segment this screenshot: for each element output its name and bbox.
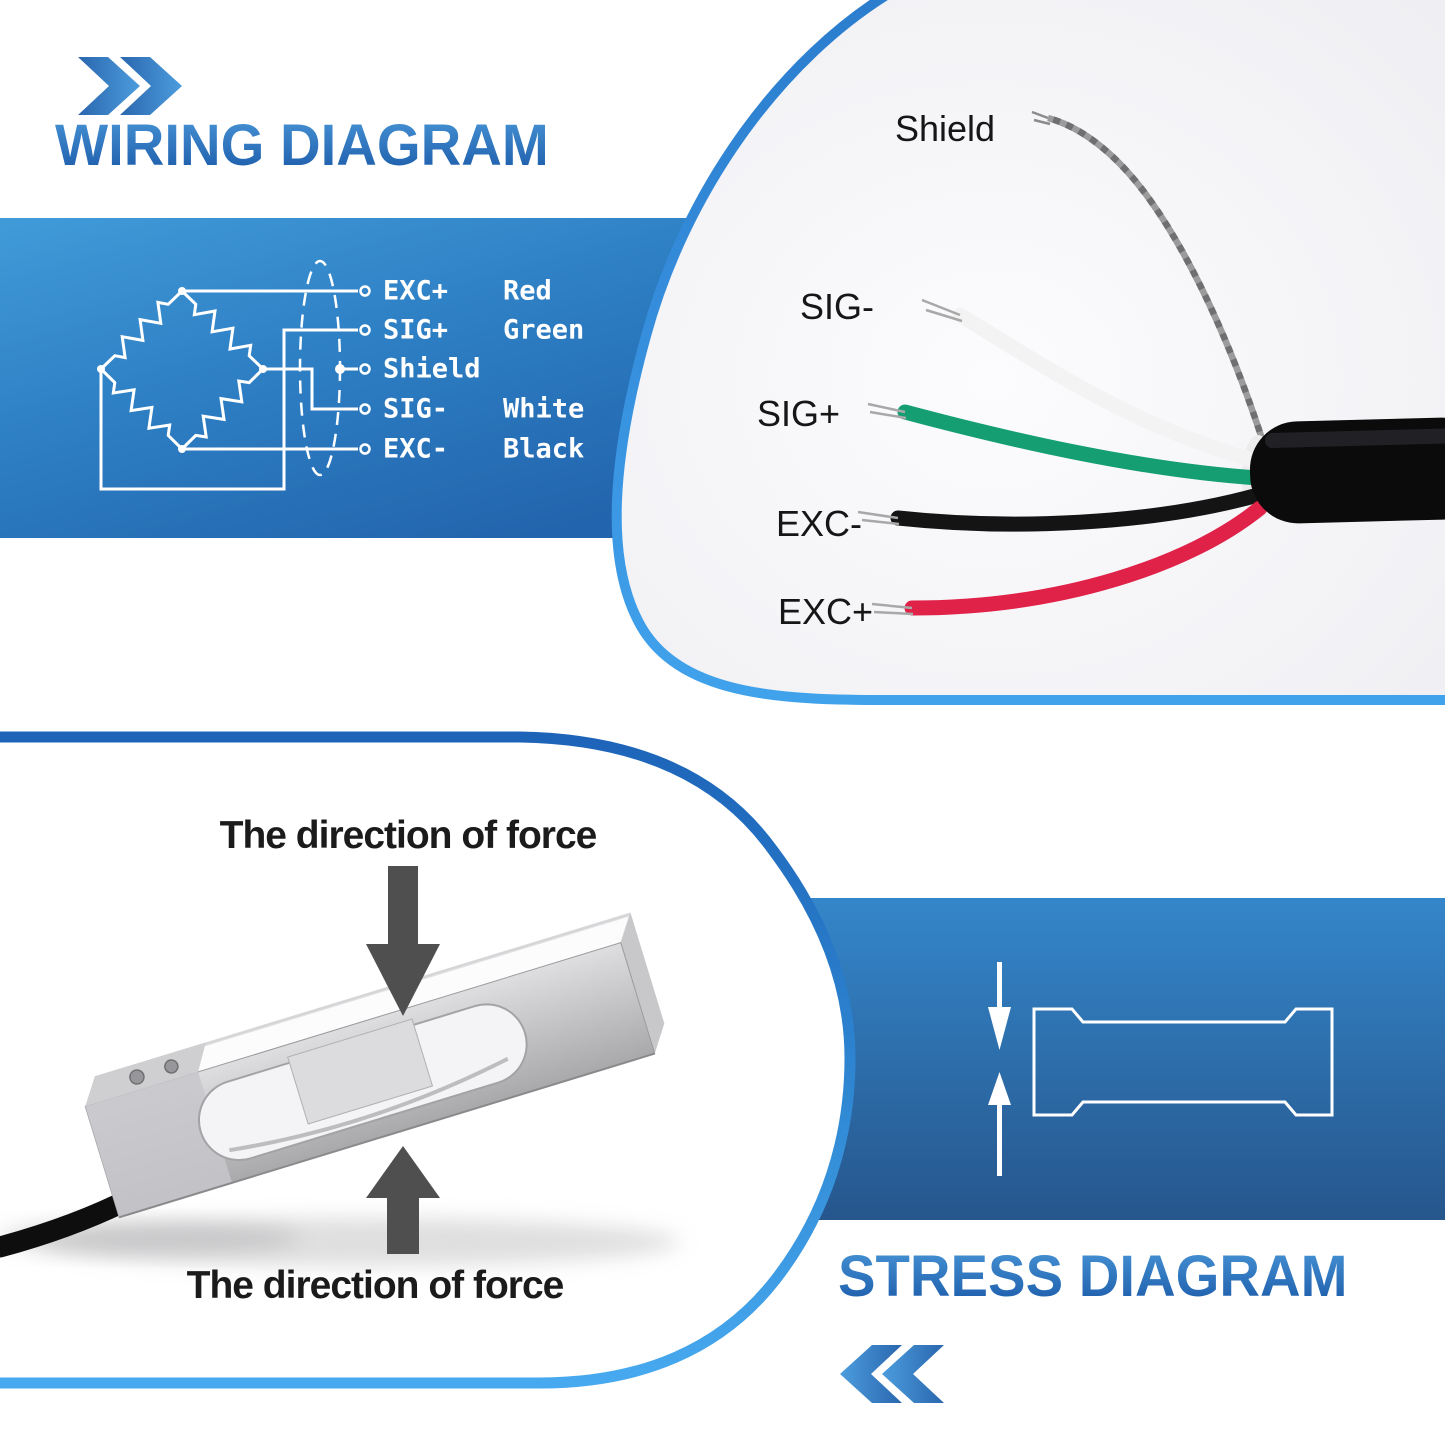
wire-sigplus <box>99 328 358 491</box>
center-boss <box>287 1018 434 1125</box>
force-arrows <box>366 866 440 1254</box>
terminal-label: EXC- <box>383 434 448 465</box>
bridge-nodes <box>97 287 345 453</box>
terminal-rings <box>359 285 371 455</box>
wire-color-label: Green <box>503 315 584 346</box>
terminal-label: Shield <box>383 354 481 385</box>
up-arrow-icon <box>387 1198 419 1254</box>
screw-hole <box>164 1059 179 1074</box>
wire-color-label: Black <box>503 434 584 465</box>
white-wire-strands <box>921 298 963 323</box>
load-cell-photo <box>0 866 680 1266</box>
resistor-icon <box>99 367 184 451</box>
cable-photo <box>857 110 1445 616</box>
green-wire <box>897 404 1266 486</box>
double-chevron-left-icon <box>840 1345 944 1403</box>
resistor-icon <box>180 289 265 371</box>
green-wire-strands <box>867 402 907 420</box>
resistor-icon <box>180 367 265 451</box>
black-wire-strands <box>857 510 900 526</box>
terminal-label: EXC+ <box>383 276 448 307</box>
double-chevron-right-icon <box>78 57 182 115</box>
resistor-icon <box>99 289 184 371</box>
stress-diagram <box>988 962 1334 1176</box>
white-wire <box>952 307 1268 470</box>
up-arrow-icon <box>366 1146 440 1198</box>
load-cell-outline <box>1032 1007 1334 1117</box>
terminal-label: SIG- <box>383 394 448 425</box>
down-arrow-icon <box>388 866 418 946</box>
stress-panel <box>798 898 1445 1220</box>
shield-strands <box>1031 110 1051 126</box>
wire-color-label: White <box>503 394 584 425</box>
red-wire <box>904 500 1268 616</box>
shield-wire <box>1047 114 1268 446</box>
stress-arrows <box>988 962 1011 1176</box>
wire-color-label: Red <box>503 276 552 307</box>
wire-sigminus <box>263 367 358 411</box>
black-wire <box>890 487 1266 532</box>
red-wire-strands <box>871 602 914 616</box>
wheatstone-bridge-diagram: EXC+ Red SIG+ Green Shield SIG- White EX… <box>97 259 584 491</box>
terminal-label: SIG+ <box>383 315 448 346</box>
cable-jacket <box>1249 417 1445 524</box>
screw-hole <box>129 1069 145 1085</box>
down-arrow-icon <box>366 944 440 1016</box>
